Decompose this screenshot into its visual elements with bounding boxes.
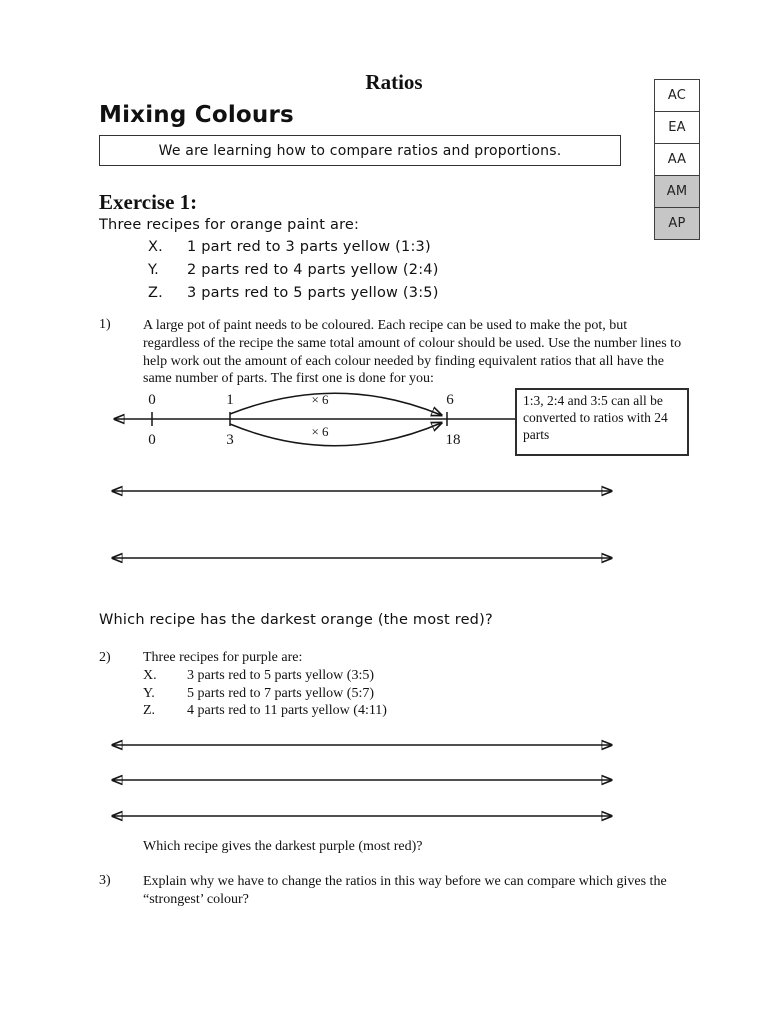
exercise-heading: Exercise 1:: [99, 190, 198, 214]
top-tick-label: 0: [148, 392, 156, 408]
purple-recipes-list: X. 3 parts red to 5 parts yellow (3:5) Y.…: [143, 667, 387, 720]
question-3-number: 3): [99, 873, 111, 888]
question-2-number: 2): [99, 650, 111, 665]
blank-number-line: [106, 484, 618, 498]
callout-text: 1:3, 2:4 and 3:5 can all be converted to…: [523, 393, 668, 442]
learning-goal-text: We are learning how to compare ratios an…: [158, 142, 562, 159]
bottom-tick-label: 0: [148, 432, 156, 448]
level-label: AA: [667, 152, 687, 167]
bottom-tick-label: 18: [446, 432, 461, 448]
learning-goal-box: We are learning how to compare ratios an…: [99, 135, 621, 166]
top-tick-label: 1: [226, 392, 234, 408]
achievement-levels-table: AC EA AA AM AP: [654, 79, 700, 240]
list-item: X. 3 parts red to 5 parts yellow (3:5): [143, 667, 387, 685]
recipe-text: 3 parts red to 5 parts yellow (3:5): [187, 668, 375, 683]
recipe-label: X.: [148, 239, 163, 255]
recipe-label: Y.: [143, 685, 155, 701]
recipe-text: 1 part red to 3 parts yellow (1:3): [187, 239, 431, 255]
callout-box: 1:3, 2:4 and 3:5 can all be converted to…: [515, 388, 689, 456]
list-item: Y. 2 parts red to 4 parts yellow (2:4): [148, 259, 439, 282]
multiplier-label-top: × 6: [311, 392, 329, 407]
recipe-label: Y.: [148, 262, 159, 278]
recipe-text: 2 parts red to 4 parts yellow (2:4): [187, 262, 439, 278]
bottom-tick-label: 3: [226, 432, 234, 448]
blank-number-line: [106, 773, 618, 787]
recipe-label: Z.: [143, 703, 156, 718]
question-3-text: Explain why we have to change the ratios…: [143, 874, 667, 907]
recipe-label: Z.: [148, 285, 163, 301]
blank-number-line: [106, 738, 618, 752]
level-cell: AA: [654, 143, 700, 176]
blank-number-line: [106, 809, 618, 823]
level-label: AM: [666, 184, 688, 199]
purple-recipes-intro: Three recipes for purple are:: [143, 650, 303, 665]
level-cell: AC: [654, 79, 700, 112]
list-item: Z. 3 parts red to 5 parts yellow (3:5): [148, 282, 439, 305]
question-1-text: A large pot of paint needs to be coloure…: [143, 318, 682, 387]
multiply-arrow-top: [229, 392, 441, 415]
page-title: Ratios: [365, 70, 423, 94]
worksheet-heading: Mixing Colours: [99, 102, 294, 128]
blank-number-line: [106, 551, 618, 565]
level-cell: AM: [654, 175, 700, 208]
list-item: Y. 5 parts red to 7 parts yellow (5:7): [143, 685, 387, 703]
number-line-diagram: 0 1 6 0 3 18 × 6 × 6: [100, 392, 515, 448]
level-label: AC: [667, 88, 687, 103]
recipe-text: 3 parts red to 5 parts yellow (3:5): [187, 285, 439, 301]
top-tick-label: 6: [446, 392, 454, 408]
multiplier-label-bottom: × 6: [311, 424, 329, 439]
recipe-label: X.: [143, 668, 157, 683]
question-1-followup: Which recipe has the darkest orange (the…: [99, 612, 493, 628]
list-item: X. 1 part red to 3 parts yellow (1:3): [148, 236, 439, 259]
orange-recipes-list: X. 1 part red to 3 parts yellow (1:3) Y. 2…: [148, 236, 439, 305]
level-cell: EA: [654, 111, 700, 144]
level-label: EA: [668, 120, 686, 135]
multiply-arrow-bottom: [229, 423, 441, 447]
question-2-followup: Which recipe gives the darkest purple (m…: [143, 839, 423, 854]
recipe-text: 4 parts red to 11 parts yellow (4:11): [187, 703, 387, 718]
question-1-number: 1): [99, 317, 111, 332]
level-cell: AP: [654, 207, 700, 240]
list-item: Z. 4 parts red to 11 parts yellow (4:11): [143, 702, 387, 720]
level-label: AP: [668, 216, 686, 231]
recipe-text: 5 parts red to 7 parts yellow (5:7): [187, 685, 375, 701]
orange-recipes-intro: Three recipes for orange paint are:: [99, 217, 360, 233]
